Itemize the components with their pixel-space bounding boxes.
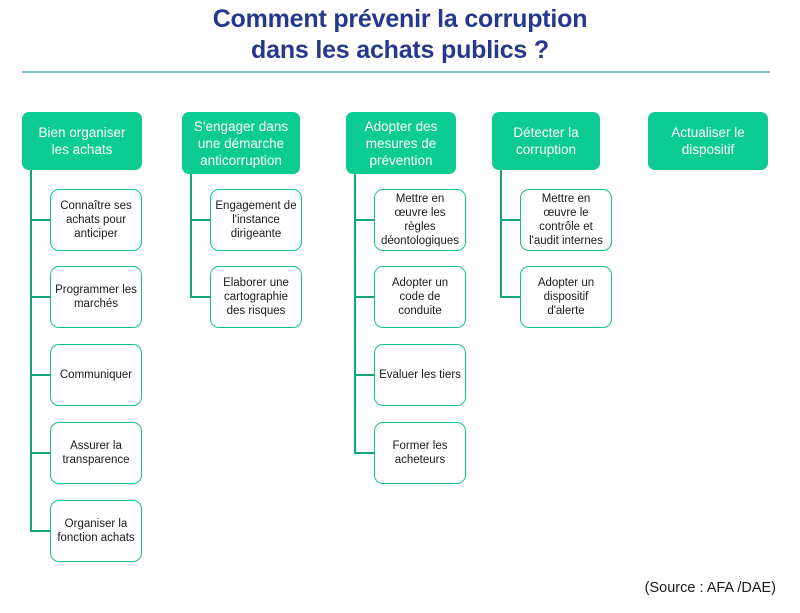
connector-stub-assurer-transparence bbox=[30, 452, 50, 454]
page-title-line-2: dans les achats publics ? bbox=[251, 36, 549, 64]
connector-stub-dispositif-alerte bbox=[500, 296, 520, 298]
box-label: Communiquer bbox=[59, 369, 133, 381]
title-divider bbox=[22, 71, 770, 73]
connector-trunk-demarche-anticorruption bbox=[190, 174, 192, 297]
page-title-line-1: Comment prévenir la corruption bbox=[212, 5, 588, 33]
node-communiquer[interactable]: Communiquer bbox=[50, 344, 142, 406]
connector-trunk-detecter-corruption bbox=[500, 170, 502, 297]
connector-stub-former-acheteurs bbox=[354, 452, 374, 454]
connector-trunk-organiser-achats bbox=[30, 170, 32, 531]
node-evaluer-tiers[interactable]: Evaluer les tiers bbox=[374, 344, 466, 406]
connector-stub-code-conduite bbox=[354, 296, 374, 298]
connector-stub-controle-audit bbox=[500, 219, 520, 221]
box-label: Evaluer les tiers bbox=[379, 369, 461, 381]
connector-stub-cartographie-risques bbox=[190, 296, 210, 298]
connector-stub-regles-deontologiques bbox=[354, 219, 374, 221]
connector-stub-communiquer bbox=[30, 374, 50, 376]
connector-stub-connaitre-achats bbox=[30, 219, 50, 221]
connector-trunk-mesures-prevention bbox=[354, 174, 356, 453]
page-title: Comment prévenir la corruption dans les … bbox=[0, 4, 800, 66]
connector-stub-organiser-fonction-achats bbox=[30, 530, 50, 532]
connector-stub-evaluer-tiers bbox=[354, 374, 374, 376]
connector-stub-engagement-instance bbox=[190, 219, 210, 221]
source-note: (Source : AFA /DAE) bbox=[644, 580, 776, 596]
connector-stub-programmer-marches bbox=[30, 296, 50, 298]
